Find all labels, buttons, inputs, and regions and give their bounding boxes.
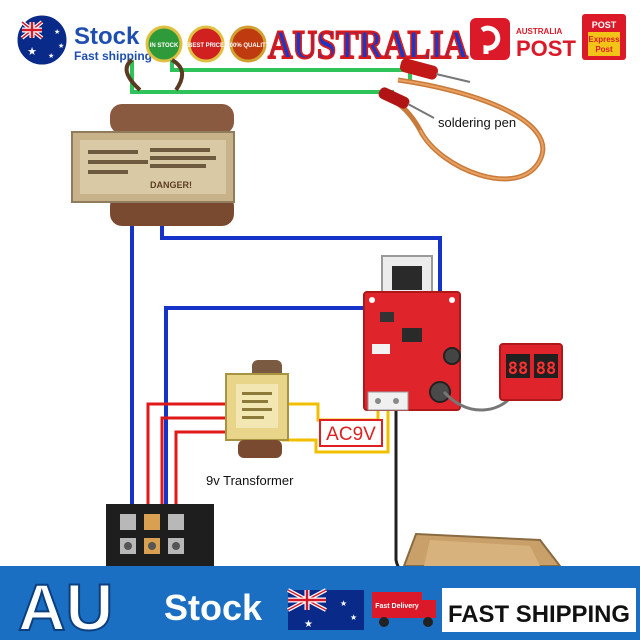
display-left-digits: 88	[508, 359, 528, 379]
ac9v-label-box: AC9V	[319, 419, 383, 447]
svg-text:Post: Post	[595, 45, 613, 54]
soldering-pen-label: soldering pen	[438, 115, 516, 130]
controller-board	[363, 255, 512, 412]
quality-badge: 100% QUALITY	[226, 25, 270, 63]
led-display-module: 88 88	[499, 343, 563, 401]
transformer-warning-text: DANGER!	[150, 180, 192, 190]
express-post-logo: POST Express Post	[582, 14, 626, 60]
soldering-pen	[378, 58, 546, 182]
transformer-label: 9v Transformer	[206, 473, 294, 488]
stock-title: Stock	[74, 23, 140, 50]
svg-text:★: ★	[27, 46, 37, 58]
foot-pedal	[402, 532, 563, 567]
au-region-label: AU	[18, 570, 113, 640]
display-right-digits: 88	[536, 359, 556, 379]
svg-text:BEST PRICE: BEST PRICE	[188, 43, 224, 49]
svg-text:★: ★	[48, 52, 54, 60]
delivery-truck-icon: Fast Delivery	[372, 592, 436, 627]
svg-text:★: ★	[340, 599, 347, 608]
stock-label: Stock	[164, 587, 263, 628]
australia-title: AUSTRALIA	[268, 22, 468, 67]
svg-text:★: ★	[304, 619, 313, 630]
australia-post-logo: AUSTRALIA POST	[470, 18, 576, 61]
fast-shipping-background	[442, 588, 636, 632]
svg-text:IN STOCK: IN STOCK	[150, 43, 179, 49]
fast-delivery-label: Fast Delivery	[375, 603, 419, 610]
au-flag-icon: ★ ★ ★	[287, 588, 364, 630]
svg-text:AUSTRALIA: AUSTRALIA	[516, 27, 562, 36]
stock-subtitle: Fast shipping	[74, 49, 152, 63]
svg-text:★: ★	[58, 42, 64, 50]
in-stock-badge: IN STOCK	[145, 25, 183, 63]
main-transformer: DANGER!	[71, 58, 235, 226]
svg-text:100% QUALITY: 100% QUALITY	[226, 43, 269, 49]
svg-text:POST: POST	[516, 36, 576, 61]
small-transformer	[225, 360, 289, 458]
svg-text:★: ★	[350, 613, 357, 622]
au-flag-circle-icon: ★ ★ ★ ★	[14, 12, 70, 68]
svg-text:POST: POST	[592, 20, 617, 30]
ac9v-label: AC9V	[326, 424, 376, 445]
top-banner: ★ ★ ★ ★ Stock Fast shipping IN STOCK BES…	[14, 12, 626, 68]
svg-text:★: ★	[54, 28, 60, 36]
red-wires	[146, 402, 242, 520]
best-price-badge: BEST PRICE	[187, 25, 225, 63]
svg-text:Express: Express	[588, 35, 620, 44]
terminal-block	[106, 504, 214, 570]
fast-shipping-label: FAST SHIPPING	[448, 601, 630, 628]
yellow-wires	[282, 400, 390, 454]
